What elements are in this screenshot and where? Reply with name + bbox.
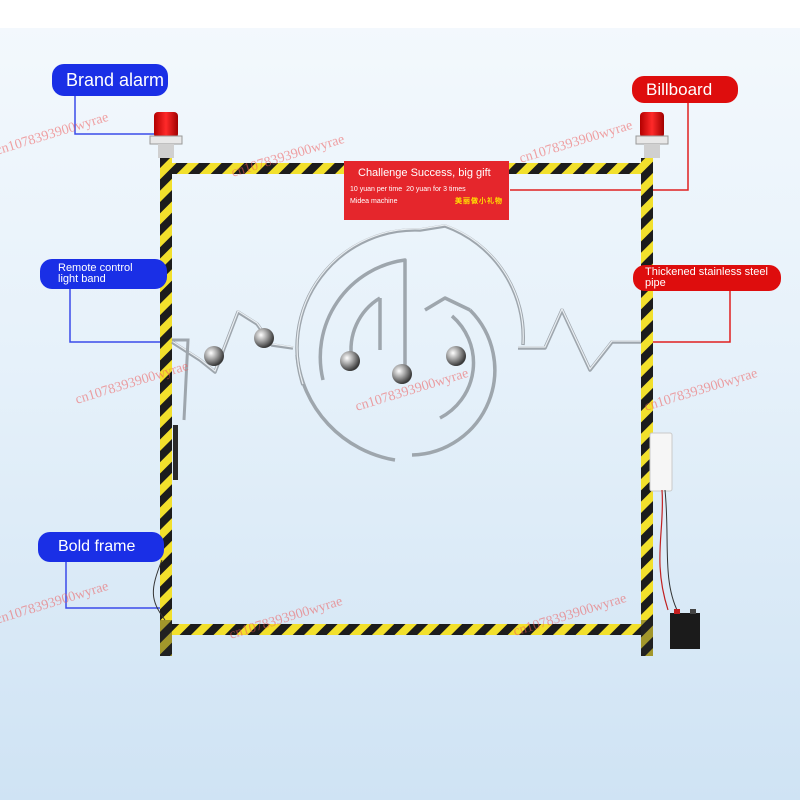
remote-wand-holder bbox=[172, 338, 190, 480]
top-white-band bbox=[0, 0, 800, 28]
billboard-label: Billboard bbox=[632, 76, 738, 103]
alarm-lamp-right bbox=[635, 112, 669, 158]
brand-alarm-label: Brand alarm bbox=[52, 64, 168, 96]
callout-lines bbox=[65, 96, 731, 609]
steel-balls bbox=[204, 328, 466, 384]
billboard-price-bundle: 20 yuan for 3 times bbox=[406, 186, 466, 193]
alarm-lamp-left bbox=[149, 112, 183, 158]
control-box bbox=[649, 432, 679, 613]
billboard-headline: Challenge Success, big gift bbox=[358, 167, 491, 179]
left-cable bbox=[152, 559, 166, 621]
billboard-machine: Midea machine bbox=[350, 198, 398, 205]
battery bbox=[670, 609, 700, 649]
bold-frame-label: Bold frame bbox=[38, 532, 164, 562]
billboard-price-single: 10 yuan per time bbox=[350, 186, 403, 193]
hazard-frame bbox=[160, 158, 653, 656]
remote-control-label: Remote control light band bbox=[40, 259, 167, 289]
billboard-chinese: 美丽做小礼物 bbox=[455, 198, 503, 205]
billboard-sign: Challenge Success, big gift 10 yuan per … bbox=[344, 161, 509, 220]
steel-wire-maze bbox=[171, 224, 641, 462]
steel-pipe-label: Thickened stainless steel pipe bbox=[633, 265, 781, 291]
